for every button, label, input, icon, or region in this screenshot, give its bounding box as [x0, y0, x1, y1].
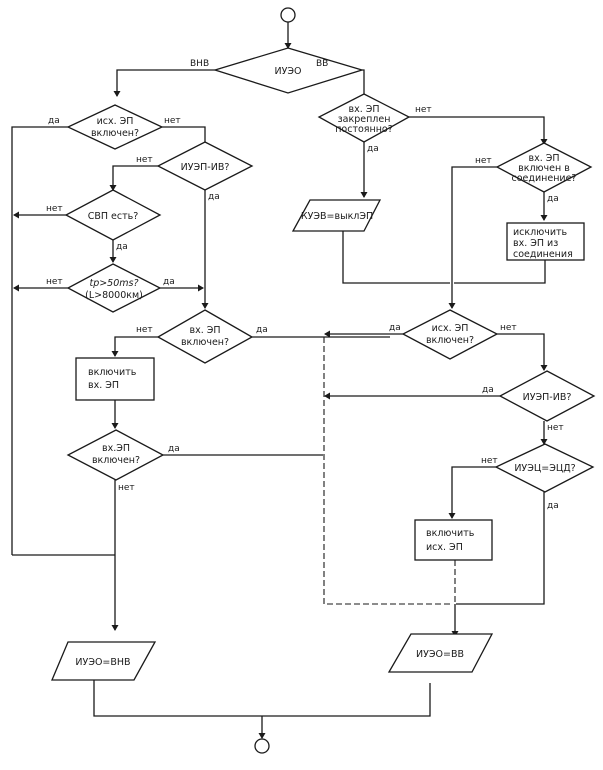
label-iuepivright-yes: да [482, 385, 494, 395]
label-iuepivright-no: нет [547, 423, 564, 433]
decision-vx-in-conn [495, 142, 593, 193]
edge-dashed-bus [323, 337, 452, 605]
decision-iuepiv-right [498, 370, 596, 422]
shapes [51, 7, 596, 754]
label-isxright-yes: да [389, 323, 401, 333]
label-isx-left-no: нет [164, 116, 181, 126]
decision-vx-fixed [317, 93, 411, 143]
label-iuetsd-yes: да [547, 501, 559, 511]
label-vx2-yes: да [168, 444, 180, 454]
edge-labels: ВНВ ВВ да нет нет да нет да нет да нет д… [46, 59, 564, 511]
label-fixed-yes: да [367, 144, 379, 154]
decision-vx-on-2 [66, 429, 165, 481]
edge-fixed-no [409, 116, 548, 145]
label-tp-no: нет [46, 277, 63, 287]
text-iuepiv-right: ИУЭП-ИВ? [523, 392, 572, 403]
io-kueo [291, 199, 382, 232]
label-isxright-no: нет [500, 323, 517, 333]
start-terminal [280, 7, 296, 23]
edge-iuetsd-yes [456, 492, 545, 605]
edge-isx-left-yes [11, 126, 68, 555]
text-isx-on-left-2: включен? [91, 128, 139, 139]
text-iueo-vv: ИУЭО=ВВ [416, 649, 464, 660]
text-vx-on-1-1: вх. ЭП [189, 325, 220, 336]
text-iuepiv-left: ИУЭП-ИВ? [181, 162, 230, 173]
decision-iuepiv-left [156, 141, 254, 191]
text-isx-on-right-1: исх. ЭП [432, 323, 469, 334]
text-isx-on-right-2: включен? [426, 335, 474, 346]
label-iuetsd-no: нет [481, 456, 498, 466]
text-vx-in-conn-2: включен в [518, 163, 570, 174]
edge-isxright-no [497, 333, 548, 371]
label-svp-no: нет [46, 204, 63, 214]
decision-isx-on-right [401, 309, 499, 360]
process-vkl-vx [75, 357, 155, 401]
text-isx-on-left-1: исх. ЭП [97, 116, 134, 127]
text-vx-on-2-1: вх.ЭП [102, 443, 130, 454]
io-iueo-vnv [51, 641, 157, 681]
text-iuetsd: ИУЭЦ=ЭЦД? [514, 463, 575, 474]
text-vx-fixed-3: постоянно? [335, 124, 393, 135]
io-iueo-vv [387, 633, 494, 673]
edge-iuetsd-no [448, 466, 496, 519]
text-excl-vx-1: исключить [513, 227, 568, 238]
label-iuepiv-left-yes: да [208, 192, 220, 202]
label-vx1-no: нет [136, 325, 153, 335]
label-conn-no: нет [475, 156, 492, 166]
label-fixed-no: нет [415, 105, 432, 115]
edge-vx1-no [111, 336, 158, 357]
text-vx-fixed-1: вх. ЭП [348, 104, 379, 115]
text-vkl-isx-2: исх. ЭП [426, 542, 463, 553]
text-vx-in-conn-1: вх. ЭП [528, 153, 559, 164]
edge-kueo-join [342, 231, 450, 284]
label-iuepiv-left-no: нет [136, 155, 153, 165]
text-vx-on-1-2: включен? [181, 337, 229, 348]
process-vkl-isx [414, 519, 493, 561]
label-vv: ВВ [316, 59, 328, 69]
decision-isx-on-left [66, 104, 164, 150]
text-svp: СВП есть? [88, 211, 139, 222]
text-iueo-vnv: ИУЭО=ВНВ [75, 657, 130, 668]
label-isx-left-yes: да [48, 116, 60, 126]
text-tp-1: tp>50ms? [89, 278, 138, 289]
process-excl-vx [506, 222, 585, 261]
decision-svp [64, 189, 162, 241]
text-excl-vx-3: соединения [513, 249, 573, 260]
edge-iueo-vnv [113, 69, 215, 97]
text-kueo: КУЭВ=выклЭП [301, 211, 373, 222]
edge-excl-join [454, 260, 546, 284]
edge-vnv-end [93, 680, 431, 717]
end-terminal [254, 738, 270, 754]
text-excl-vx-2: вх. ЭП из [513, 238, 558, 249]
label-svp-yes: да [116, 242, 128, 252]
edge-conn-no [451, 166, 497, 283]
decision-vx-on-1 [156, 309, 254, 364]
label-vx2-no: нет [118, 483, 135, 493]
decision-iuetsd [494, 443, 595, 493]
edge-iuepiv-left-no [109, 165, 158, 191]
label-vnv: ВНВ [190, 59, 209, 69]
label-tp-yes: да [163, 277, 175, 287]
text-vkl-vx-2: вх. ЭП [88, 380, 119, 391]
text-vkl-isx-1: включить [426, 528, 475, 539]
label-vx1-yes: да [256, 325, 268, 335]
node-texts: ИУЭО исх. ЭП включен? ИУЭП-ИВ? СВП есть?… [75, 66, 576, 668]
text-iueo: ИУЭО [274, 66, 301, 77]
decision-iueo [212, 47, 365, 94]
text-tp-2: (L>8000км) [85, 290, 143, 301]
text-vx-fixed-2: закреплен [338, 114, 391, 125]
connectors [11, 22, 548, 739]
text-vx-on-2-2: включен? [92, 455, 140, 466]
decision-tp [66, 263, 162, 313]
label-conn-yes: да [547, 194, 559, 204]
text-vx-in-conn-3: соединение? [512, 173, 577, 184]
text-vkl-vx-1: включить [88, 367, 137, 378]
